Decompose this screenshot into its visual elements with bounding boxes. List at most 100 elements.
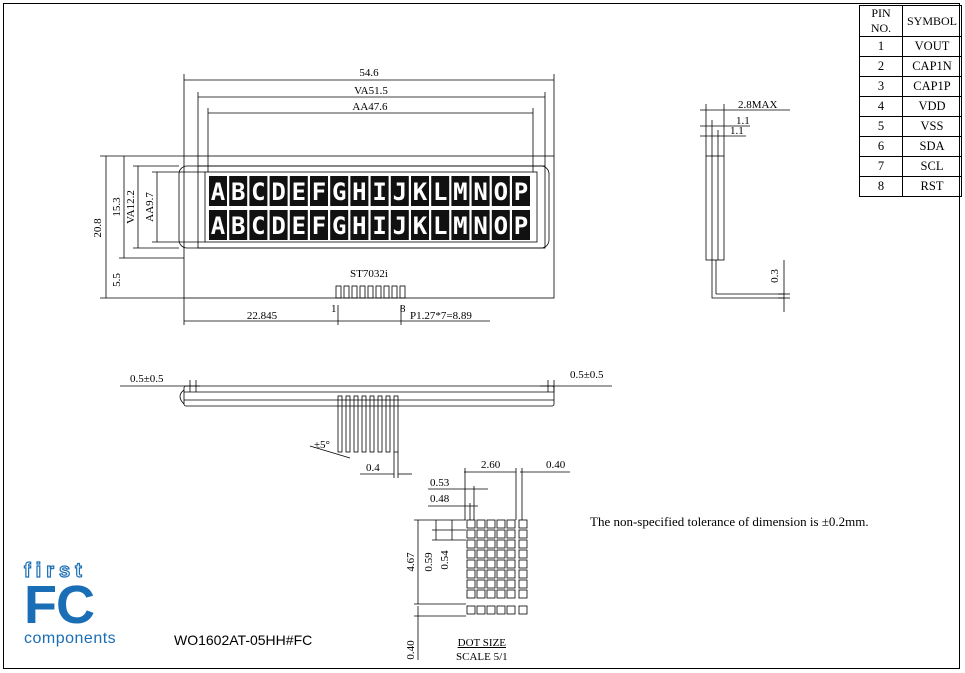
dim-dot-pitch-v: 0.59 [423, 552, 435, 572]
dim-pitch: P1.27*7=8.89 [410, 310, 472, 322]
lcd-cell [310, 176, 328, 206]
pin-symbol: SDA [901, 136, 963, 157]
lcd-character: I [372, 178, 386, 206]
lcd-character: E [292, 178, 306, 206]
lcd-cell [491, 176, 510, 206]
dim-pin-thickness: 0.3 [769, 269, 781, 283]
logo-first: first [23, 560, 87, 582]
dim-angle: ±5° [314, 439, 330, 451]
lcd-character: J [393, 178, 407, 206]
lcd-character: A [211, 212, 226, 240]
dim-thickness: 2.8MAX [738, 99, 777, 111]
lcd-character: O [494, 178, 508, 206]
dim-va-height: VA12.2 [125, 190, 137, 224]
lcd-cell [330, 210, 349, 240]
lcd-cell [249, 176, 268, 206]
lcd-cell [471, 210, 490, 240]
lcd-character: B [231, 212, 245, 240]
pin-symbol: VDD [901, 96, 963, 117]
logo-components: components [24, 630, 117, 647]
lcd-cell [390, 210, 409, 240]
lcd-character: E [292, 212, 306, 240]
dim-va-width: VA51.5 [354, 85, 388, 97]
dim-char-gap: 0.40 [546, 459, 566, 471]
lcd-character: M [453, 178, 467, 206]
lcd-cell [229, 210, 248, 240]
dot-size-grid [466, 519, 528, 615]
lcd-cell [350, 210, 369, 240]
lcd-cell [512, 210, 530, 240]
lcd-character: L [433, 212, 447, 240]
lcd-cell [249, 210, 268, 240]
dim-pin-offset: 22.845 [247, 310, 278, 322]
lcd-character: P [514, 212, 528, 240]
controller-label: ST7032i [350, 268, 388, 280]
dim-dot-width: 0.48 [430, 493, 450, 505]
pin-symbol: SCL [901, 156, 963, 177]
lcd-cell [310, 210, 328, 240]
dim-pin-width: 0.4 [366, 462, 380, 474]
lcd-cell [411, 176, 429, 206]
drawing-frame [3, 3, 960, 669]
lcd-character: D [271, 178, 285, 206]
dim-cursor-gap: 0.40 [405, 640, 417, 660]
dot-size-title: DOT SIZE [457, 637, 507, 649]
dim-t2: 1.1 [730, 125, 744, 137]
lcd-character: B [231, 178, 245, 206]
lcd-character: L [433, 178, 447, 206]
lcd-character: D [271, 212, 285, 240]
lcd-character: J [393, 212, 407, 240]
pin-symbol: RST [901, 176, 963, 197]
pin-number: 2 [859, 56, 903, 77]
lcd-cell [209, 176, 227, 206]
lcd-cell [491, 210, 510, 240]
pin-number: 4 [859, 96, 903, 117]
lcd-character: C [251, 212, 265, 240]
lcd-cell [269, 176, 288, 206]
dim-overall-height: 20.8 [92, 218, 104, 238]
pin-symbol: CAP1N [901, 56, 963, 77]
dim-left-tolerance: 0.5±0.5 [130, 373, 164, 385]
lcd-character: I [372, 212, 386, 240]
pin-number: 5 [859, 116, 903, 137]
lcd-character: M [453, 212, 467, 240]
dim-dot-height: 0.54 [439, 550, 451, 570]
pin-number: 7 [859, 156, 903, 177]
lcd-cell [431, 210, 450, 240]
pin-symbol: CAP1P [901, 76, 963, 97]
pin1-label: 1 [331, 303, 337, 315]
lcd-character: G [332, 178, 346, 206]
lcd-character: F [312, 178, 326, 206]
lcd-cell [411, 210, 429, 240]
bottom-pins [337, 395, 399, 453]
lcd-cell [350, 176, 369, 206]
dim-bottom-height: 5.5 [111, 273, 123, 287]
lcd-character: C [251, 178, 265, 206]
pin-symbol: VSS [901, 116, 963, 137]
dim-t1: 1.1 [736, 115, 750, 127]
lcd-cell [512, 176, 530, 206]
lcd-character: N [473, 178, 487, 206]
lcd-character: H [352, 212, 366, 240]
lcd-character: K [413, 178, 428, 206]
tolerance-note: The non-specified tolerance of dimension… [590, 514, 869, 529]
lcd-character: P [514, 178, 528, 206]
lcd-cell [390, 176, 409, 206]
pin8-label: 8 [400, 303, 406, 315]
pin-number: 8 [859, 176, 903, 197]
lcd-cell [289, 210, 308, 240]
lcd-cell [209, 210, 227, 240]
dim-dot-pitch: 0.53 [430, 477, 450, 489]
dim-aa-width: AA47.6 [352, 101, 388, 113]
lcd-cell [431, 176, 450, 206]
dim-char-height: 4.67 [405, 552, 417, 572]
dim-aa-height: AA9.7 [144, 192, 156, 222]
pin-number: 3 [859, 76, 903, 97]
